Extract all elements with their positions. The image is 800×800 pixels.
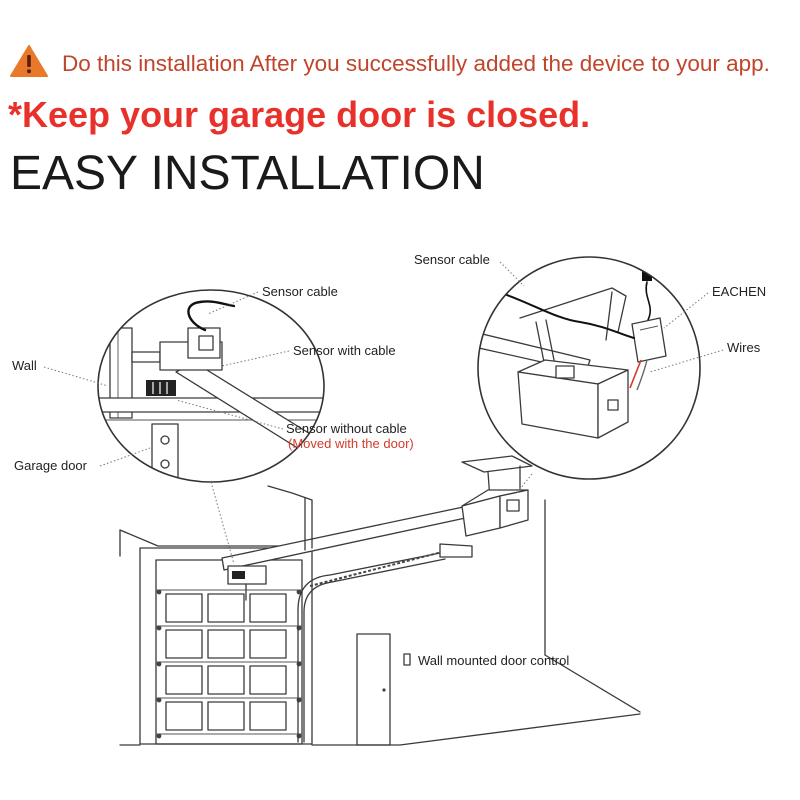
label-sensor-cable-right: Sensor cable xyxy=(414,252,490,267)
door-window xyxy=(249,593,287,623)
track-end-bracket xyxy=(439,543,473,558)
page-title: EASY INSTALLATION xyxy=(10,147,485,200)
door-window xyxy=(207,629,245,659)
door-window xyxy=(249,665,287,695)
ceiling-hanger xyxy=(267,485,313,549)
label-sensor-with-cable: Sensor with cable xyxy=(293,343,396,358)
sensor-cable-right xyxy=(478,285,635,339)
door-window xyxy=(165,665,203,695)
label-wall: Wall xyxy=(12,358,37,373)
door-window xyxy=(165,701,203,731)
door-window xyxy=(207,701,245,731)
garage-door xyxy=(155,559,303,745)
mounting-bracket xyxy=(131,351,161,363)
keep-door-closed-warning: *Keep your garage door is closed. xyxy=(8,94,591,135)
opener-rail xyxy=(221,505,471,571)
lintel xyxy=(119,529,303,547)
garage-door-opener xyxy=(461,455,533,537)
opener-detail-inset xyxy=(478,258,667,439)
header-beam xyxy=(98,397,324,413)
door-panels xyxy=(156,589,302,735)
door-rollers xyxy=(156,589,302,739)
label-sensor-without-cable: Sensor without cable xyxy=(286,421,407,436)
label-moved-with-door: (Moved with the door) xyxy=(288,436,414,451)
sensor-cable-left xyxy=(187,300,236,332)
label-eachen: EACHEN xyxy=(712,284,766,299)
sensor-without-cable xyxy=(146,380,176,396)
label-sensor-cable-left: Sensor cable xyxy=(262,284,338,299)
door-bracket-sensor xyxy=(227,565,267,601)
door-window xyxy=(207,593,245,623)
label-garage-door: Garage door xyxy=(14,458,88,473)
opener-unit xyxy=(517,359,629,439)
warning-icon xyxy=(10,45,48,77)
garage-scene xyxy=(119,455,641,746)
passage-door xyxy=(356,633,391,746)
sensor-detail-inset xyxy=(98,300,324,482)
leader-lines xyxy=(43,261,724,565)
door-windows xyxy=(165,593,287,731)
white-wire xyxy=(636,359,648,391)
door-window xyxy=(165,629,203,659)
door-window xyxy=(249,629,287,659)
floor-line xyxy=(119,713,641,746)
label-wires: Wires xyxy=(727,340,761,355)
label-wall-control: Wall mounted door control xyxy=(418,653,569,668)
installation-notice: Do this installation After you successfu… xyxy=(62,51,770,76)
door-window xyxy=(165,593,203,623)
red-wire xyxy=(629,359,642,389)
right-inset-circle xyxy=(477,256,701,480)
wall-control-icon xyxy=(403,653,411,666)
door-track xyxy=(297,551,446,743)
door-track-bracket xyxy=(151,423,179,482)
drive-chain xyxy=(309,551,443,587)
door-window xyxy=(207,665,245,695)
door-window xyxy=(249,701,287,731)
hanger-bracket xyxy=(519,287,627,333)
